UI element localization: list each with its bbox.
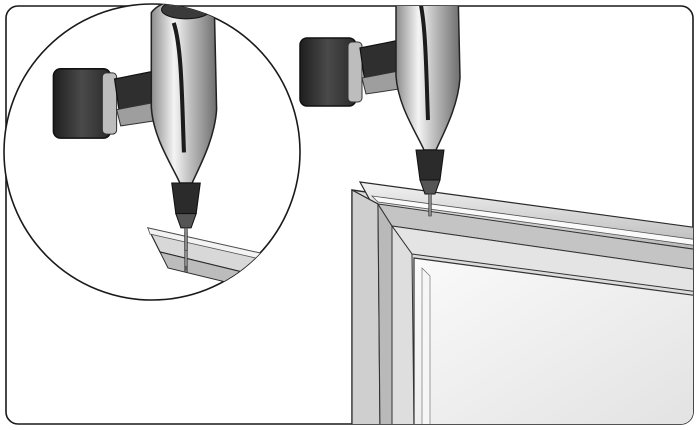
window-frame bbox=[351, 181, 693, 424]
detail-circle bbox=[3, 3, 301, 301]
